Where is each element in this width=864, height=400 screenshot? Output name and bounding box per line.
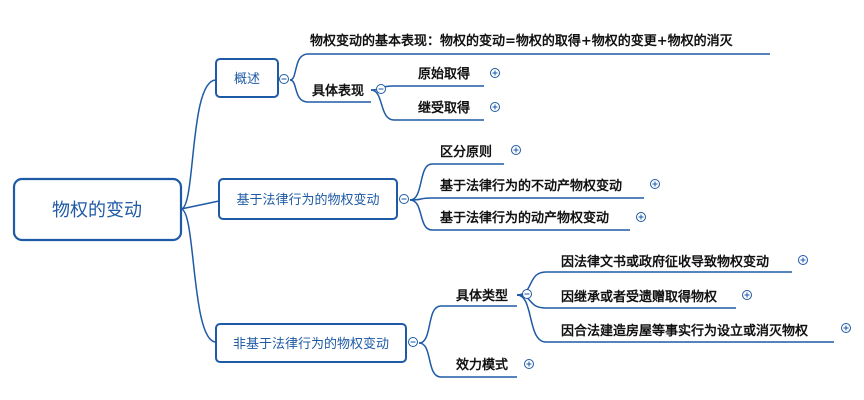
node-separation-principle-label: 区分原则 <box>440 144 492 160</box>
node-non-legal-act-box <box>215 323 407 363</box>
link-nonlegal-types <box>418 305 442 344</box>
link-specific-derived <box>370 89 395 121</box>
root-node-box <box>12 177 183 242</box>
node-derived-acquisition-label: 继受取得 <box>418 100 470 116</box>
plus-circle-icon[interactable] <box>524 359 534 369</box>
plus-circle-icon[interactable] <box>798 255 808 265</box>
node-effect-mode-label: 效力模式 <box>456 357 508 373</box>
node-legal-act-label: 基于法律行为的物权变动 <box>236 192 379 208</box>
node-movable-change-label: 基于法律行为的动产物权变动 <box>439 210 609 226</box>
plus-circle-icon[interactable] <box>511 145 521 155</box>
plus-circle-icon[interactable] <box>490 68 500 78</box>
plus-circle-icon[interactable] <box>841 323 851 333</box>
node-overview-box <box>215 58 279 98</box>
node-original-acquisition[interactable]: 原始取得 <box>394 66 484 87</box>
link-types-construction <box>516 294 547 343</box>
link-nonlegal-effect <box>418 342 442 378</box>
minus-circle-icon[interactable] <box>399 194 409 204</box>
node-overview-basic-label: 物权变动的基本表现：物权的变动=物权的取得+物权的变更+物权的消灭 <box>310 33 734 49</box>
link-legal-separation <box>409 163 433 201</box>
node-derived-acquisition[interactable]: 继受取得 <box>394 100 484 121</box>
node-non-legal-act[interactable]: 非基于法律行为的物权变动 <box>215 323 407 363</box>
node-specific-types-label: 具体类型 <box>456 288 508 304</box>
node-construction-label: 因合法建造房屋等事实行为设立或消灭物权 <box>561 323 809 339</box>
node-non-legal-act-label: 非基于法律行为的物权变动 <box>233 336 389 352</box>
node-specific-manifestation-label: 具体表现 <box>312 83 364 99</box>
node-construction[interactable]: 因合法建造房屋等事实行为设立或消灭物权 <box>546 323 834 343</box>
link-types-document <box>516 271 547 296</box>
node-immovable-change[interactable]: 基于法律行为的不动产物权变动 <box>432 178 644 199</box>
plus-circle-icon[interactable] <box>636 212 646 222</box>
plus-circle-icon[interactable] <box>650 179 660 189</box>
link-legal-movable <box>409 199 433 231</box>
link-overview-specific <box>289 79 309 103</box>
node-effect-mode[interactable]: 效力模式 <box>441 357 517 378</box>
node-inheritance[interactable]: 因继承或者受遗赠取得物权 <box>546 289 736 309</box>
minus-circle-icon[interactable] <box>522 289 532 299</box>
plus-circle-icon[interactable] <box>490 102 500 112</box>
node-immovable-change-label: 基于法律行为的不动产物权变动 <box>439 178 622 194</box>
node-movable-change[interactable]: 基于法律行为的动产物权变动 <box>432 210 630 231</box>
link-overview-basic <box>289 53 309 81</box>
node-overview-basic[interactable]: 物权变动的基本表现：物权的变动=物权的取得+物权的变更+物权的消灭 <box>308 33 770 55</box>
plus-circle-icon[interactable] <box>742 290 752 300</box>
link-root-overview <box>180 79 217 210</box>
node-legal-act-box <box>218 178 398 220</box>
node-original-acquisition-label: 原始取得 <box>418 66 470 82</box>
root-node-label: 物权的变动 <box>52 200 142 221</box>
node-legal-act[interactable]: 基于法律行为的物权变动 <box>218 178 398 220</box>
connectors <box>180 53 547 378</box>
root-node[interactable]: 物权的变动 <box>12 177 183 242</box>
node-legal-document[interactable]: 因法律文书或政府征收导致物权变动 <box>546 254 792 273</box>
node-inheritance-label: 因继承或者受遗赠取得物权 <box>561 289 718 305</box>
node-separation-principle[interactable]: 区分原则 <box>432 144 504 165</box>
node-overview[interactable]: 概述 <box>215 58 279 98</box>
node-specific-manifestation[interactable]: 具体表现 <box>308 83 371 103</box>
node-specific-types[interactable]: 具体类型 <box>441 288 517 307</box>
node-overview-label: 概述 <box>234 72 260 87</box>
link-root-non-legal-act <box>180 208 217 343</box>
link-root-legal-act <box>180 200 220 210</box>
minus-circle-icon[interactable] <box>279 74 289 84</box>
minus-circle-icon[interactable] <box>408 337 418 347</box>
node-legal-document-label: 因法律文书或政府征收导致物权变动 <box>561 254 769 270</box>
minus-circle-icon[interactable] <box>376 84 386 94</box>
